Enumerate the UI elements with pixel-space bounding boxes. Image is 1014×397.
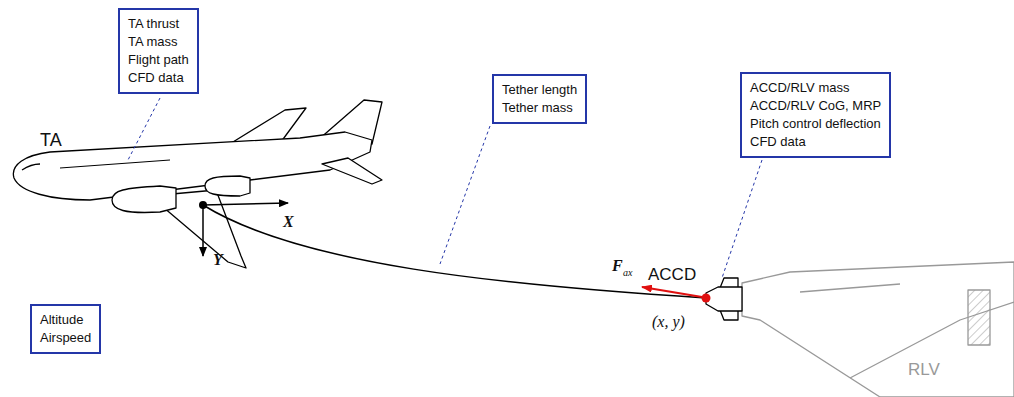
coordinate-label: (x, y)	[652, 312, 685, 331]
force-arrow	[642, 287, 702, 297]
parameter-box: ACCD/RLV massACCD/RLV CoG, MRPPitch cont…	[740, 72, 891, 158]
attach-point	[702, 294, 711, 303]
parameter-text: Pitch control deflection	[750, 115, 881, 133]
parameter-text: CFD data	[128, 69, 189, 87]
parameter-text: Flight path	[128, 51, 189, 69]
parameter-box: AltitudeAirspeed	[30, 304, 101, 354]
tow-aircraft	[13, 100, 382, 268]
parameter-box: TA thrustTA massFlight pathCFD data	[118, 8, 199, 94]
parameter-text: Altitude	[40, 311, 91, 329]
force-label: F	[612, 256, 623, 275]
parameter-text: TA mass	[128, 33, 189, 51]
accd-device	[706, 278, 742, 320]
parameter-text: Airspeed	[40, 329, 91, 347]
axis-label: Y	[213, 250, 223, 269]
rlv-vehicle	[742, 262, 1014, 397]
parameter-text: ACCD/RLV mass	[750, 79, 881, 97]
force-subscript: ax	[623, 267, 632, 279]
parameter-text: Tether length	[502, 81, 577, 99]
axis-label: X	[283, 212, 294, 231]
parameter-text: TA thrust	[128, 15, 189, 33]
device-label: ACCD	[648, 265, 696, 285]
parameter-text: ACCD/RLV CoG, MRP	[750, 97, 881, 115]
leader-lines	[128, 98, 762, 278]
body-axes	[199, 201, 288, 256]
parameter-text: Tether mass	[502, 99, 577, 117]
aircraft-label: TA	[40, 130, 62, 152]
tether-line	[203, 205, 706, 298]
parameter-box: Tether lengthTether mass	[492, 74, 587, 124]
vehicle-label: RLV	[908, 360, 940, 380]
parameter-text: CFD data	[750, 133, 881, 151]
